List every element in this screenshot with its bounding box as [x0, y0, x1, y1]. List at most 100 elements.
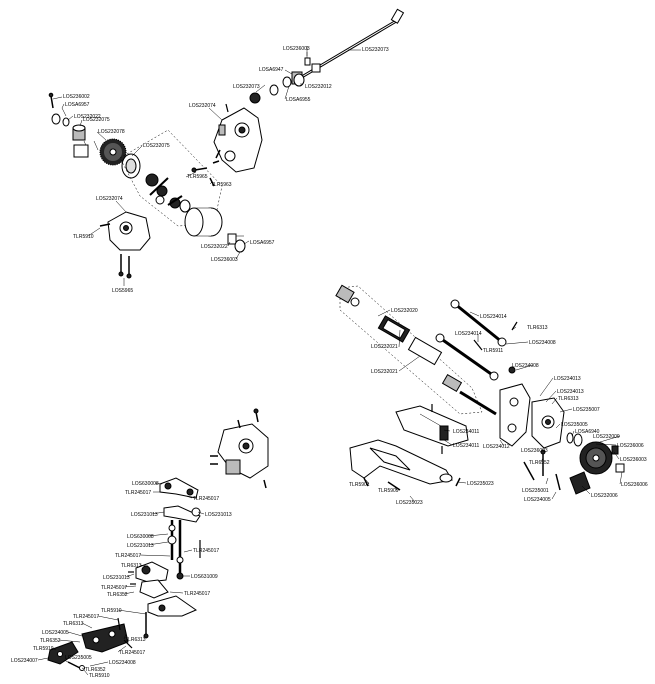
part-label: LOS236003: [521, 448, 548, 454]
part-label: LOS631009: [191, 574, 218, 580]
part-label: LOS630008: [132, 481, 159, 487]
part-label: LOS236006: [621, 482, 648, 488]
rear-suspension-labels: LOS232020 LOS232021 LOS232021 LOS234014 …: [349, 308, 648, 506]
part-label: TLR6313: [121, 563, 142, 569]
part-label: TLR6313: [63, 621, 84, 627]
part-label: LOS232021: [371, 369, 398, 375]
rear-suspension-assembly: [335, 284, 625, 495]
part-label: LOS232021: [371, 344, 398, 350]
long-screws: [118, 254, 132, 279]
part-label: TLR5901: [349, 482, 370, 488]
gearbox-screws: [191, 149, 221, 187]
front-bulkhead: [210, 408, 269, 489]
part-label: LOS232078: [98, 129, 125, 135]
part-label: LOS232074: [96, 196, 123, 202]
lower-arm-plate: [395, 404, 469, 454]
steering-bellcranks: [128, 561, 169, 599]
steering-labels: LOS630008 TLR245017 TLR245017 LOS231013 …: [11, 481, 232, 679]
part-label: LOS234014: [480, 314, 507, 320]
part-label: TLR6352: [40, 638, 61, 644]
diff-outdrive-cups: [72, 124, 89, 158]
steering-rack: [47, 617, 133, 671]
part-label: LOS232022: [201, 244, 228, 250]
rear-gearbox-assembly: [48, 8, 405, 279]
diff-screws-and-bearing: [48, 92, 99, 151]
part-label: LOS236006: [617, 443, 644, 449]
part-label: LOS234011: [453, 429, 480, 435]
part-label: LOS232074: [189, 103, 216, 109]
part-label: TLR5910: [33, 646, 54, 652]
gearbox-housing-right: [213, 103, 263, 173]
part-label: LOS236003: [283, 46, 310, 52]
part-label: TLR245017: [101, 585, 127, 591]
part-label: LOS234007: [11, 658, 38, 664]
part-label: LOS231013: [131, 512, 158, 518]
leader-lines: [37, 49, 623, 676]
part-label: TLR5965: [187, 174, 208, 180]
part-label: LOS236002: [63, 94, 90, 100]
part-label: TLR5910: [101, 608, 122, 614]
part-label: LOS234008: [512, 363, 539, 369]
part-label: LOSA6947: [259, 67, 284, 73]
part-label: LOS5965: [112, 288, 133, 294]
part-label: LOS235007: [573, 407, 600, 413]
steering-posts: [167, 520, 201, 580]
part-label: LOS232020: [391, 308, 418, 314]
rear-lower-arm: [349, 439, 461, 491]
hub-pins-and-screws: [523, 449, 561, 491]
part-label: LOS234012: [483, 444, 510, 450]
part-label: LOSA6957: [65, 102, 90, 108]
part-label: TLR5963: [211, 182, 232, 188]
rear-gearbox-labels: LOS236003 LOS232073 LOSA6947 LOS232073 L…: [63, 46, 389, 294]
part-label: LOS232073: [362, 47, 389, 53]
diff-case: [121, 153, 191, 213]
part-label: LOS236003: [211, 257, 238, 263]
part-label: LOS630008: [127, 534, 154, 540]
part-label: TLR6313: [527, 325, 548, 331]
part-label: LOS235023: [467, 481, 494, 487]
steering-assembly: [47, 408, 269, 671]
part-label: LOS231013: [127, 543, 154, 549]
part-label: LOS235023: [396, 500, 423, 506]
part-label: LOS234008: [109, 660, 136, 666]
gearbox-housing-left: [99, 211, 151, 251]
driveshaft-exploded-outline: [339, 285, 483, 415]
part-label: LOS232006: [591, 493, 618, 499]
part-label: LOS231013: [205, 512, 232, 518]
part-label: TLR245017: [184, 591, 210, 597]
part-label: LOS234014: [455, 331, 482, 337]
part-label: LOS232075: [83, 117, 110, 123]
part-label: TLR245017: [119, 650, 145, 656]
center-driveshaft: [299, 8, 405, 80]
part-label: TLR5909: [378, 488, 399, 494]
part-label: LOSA6940: [575, 429, 600, 435]
camber-links: [435, 299, 518, 381]
part-label: TLR5910: [89, 673, 110, 679]
part-label: LOSA6957: [250, 240, 275, 246]
rear-driveshaft: [335, 284, 497, 416]
part-label: TLR245017: [193, 548, 219, 554]
part-label: TLR6313: [558, 396, 579, 402]
part-label: TLR6352: [529, 460, 550, 466]
part-label: TLR6313: [125, 637, 146, 643]
part-label: TLR5910: [73, 234, 94, 240]
part-label: LOS232012: [305, 84, 332, 90]
spur-gear: [99, 138, 127, 166]
part-label: LOS234008: [529, 340, 556, 346]
part-label: LOS234005: [42, 630, 69, 636]
part-label: LOS234013: [554, 376, 581, 382]
part-label: LOS231013: [103, 575, 130, 581]
pinion-gear-and-bearings: [249, 46, 311, 104]
part-label: TLR6352: [85, 667, 106, 673]
part-label: LOSA6955: [286, 97, 311, 103]
part-label: LOS234005: [524, 497, 551, 503]
part-label: LOS236003: [620, 457, 647, 463]
part-label: LOS232009: [593, 434, 620, 440]
part-label: LOS235001: [522, 488, 549, 494]
servo-saver-arms: [159, 477, 201, 523]
part-label: TLR245017: [115, 553, 141, 559]
part-label: LOS235005: [65, 655, 92, 661]
part-label: TLR5911: [483, 348, 503, 354]
rear-hub-carrier: [499, 383, 565, 449]
